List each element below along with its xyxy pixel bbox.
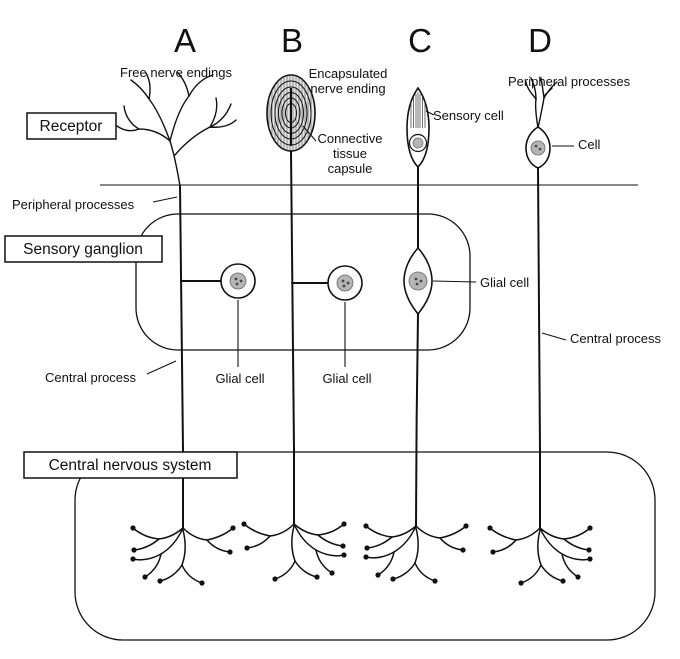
encapsulated-label-line2: nerve ending — [310, 81, 385, 96]
central-right-leader — [541, 332, 567, 341]
nucleus-speckle — [234, 277, 238, 281]
cns-label: Central nervous system — [49, 457, 212, 474]
nucleus-speckle — [414, 277, 418, 281]
connective-capsule-leader — [302, 125, 317, 142]
sensory-cell-leader — [425, 110, 435, 116]
central-left-leader — [146, 360, 177, 375]
receptor-box — [26, 112, 117, 140]
neuron-d — [486, 77, 594, 587]
nucleus-speckle — [239, 279, 243, 283]
connective-label-line1: Connective — [317, 131, 382, 146]
connective-label-line3: capsule — [328, 161, 373, 176]
central-process-right-label: Central process — [570, 331, 662, 346]
neuron-d-central-process — [537, 167, 541, 529]
free-nerve-ending-branches — [116, 71, 237, 187]
neuron-c — [362, 86, 470, 585]
leader-lines — [146, 110, 574, 375]
neuron-c-nucleus — [408, 271, 428, 291]
peripheral-left-leader — [152, 196, 178, 203]
peripheral-processes-left-label: Peripheral processes — [12, 197, 135, 212]
neuron-b-nucleus — [336, 274, 354, 292]
nucleus-body — [336, 274, 354, 292]
nucleus-body — [229, 272, 247, 290]
nucleus-speckle — [342, 284, 346, 288]
glial-right-leader — [432, 280, 477, 283]
cell-label: Cell — [578, 137, 601, 152]
neuron-b — [240, 74, 363, 583]
nucleus-speckle — [534, 144, 538, 148]
sensory-ganglion-label-box: Sensory ganglion — [4, 235, 163, 263]
neuron-a-nucleus — [229, 272, 247, 290]
cns-box — [23, 451, 238, 479]
neuron-d-nucleus — [530, 140, 546, 156]
free-nerve-endings-label: Free nerve endings — [120, 65, 233, 80]
nucleus-speckle — [415, 282, 419, 286]
neuron-a-axon — [179, 185, 185, 529]
sensory-ganglion-box — [4, 235, 163, 263]
sensory-cell-striations — [410, 92, 426, 128]
cns-label-box: Central nervous system — [23, 451, 238, 479]
neuron-b-axon — [290, 150, 296, 525]
peripheral-processes-top-label: Peripheral processes — [508, 74, 631, 89]
central-nervous-system-region — [74, 451, 656, 641]
column-letter-a: A — [174, 22, 196, 59]
d-peripheral-process-branches — [525, 77, 558, 129]
column-letter-c: C — [408, 22, 432, 59]
glial-cell-a-label: Glial cell — [215, 371, 264, 386]
glial-cell-right-label: Glial cell — [480, 275, 529, 290]
sensory-ganglion-label: Sensory ganglion — [23, 241, 143, 258]
encapsulated-label-line1: Encapsulated — [309, 66, 388, 81]
nucleus-speckle — [235, 282, 239, 286]
sensory-cell-label: Sensory cell — [433, 108, 504, 123]
nucleus-body — [408, 271, 428, 291]
nucleus-speckle — [346, 281, 350, 285]
nucleus-speckle — [419, 279, 423, 283]
column-letter-d: D — [528, 22, 552, 59]
glial-cell-b-label: Glial cell — [322, 371, 371, 386]
receptor-label: Receptor — [40, 118, 103, 135]
nucleus-body — [530, 140, 546, 156]
nucleus-speckle — [341, 279, 345, 283]
nucleus-speckle — [538, 147, 542, 151]
sensory-cell-nucleus — [412, 137, 424, 149]
neuron-c-lower-axon — [415, 313, 419, 527]
connective-label-line2: tissue — [333, 146, 367, 161]
column-letter-b: B — [281, 22, 303, 59]
central-process-left-label: Central process — [45, 370, 137, 385]
receptor-label-box: Receptor — [26, 112, 117, 140]
neuron-a — [116, 71, 256, 587]
